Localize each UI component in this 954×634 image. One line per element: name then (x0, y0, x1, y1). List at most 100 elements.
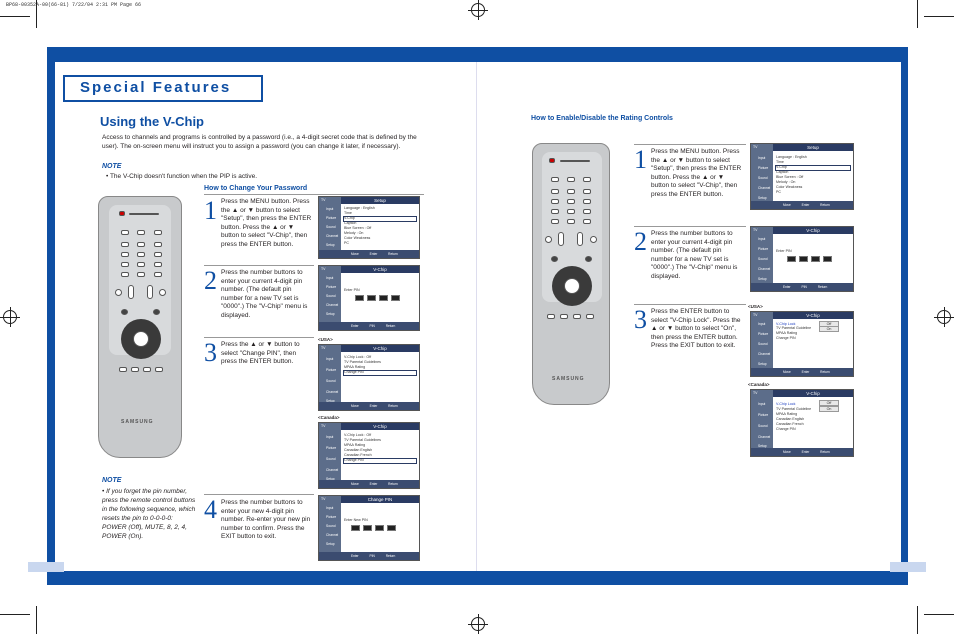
number-button-icon (551, 219, 559, 224)
tv-label: TV (321, 424, 326, 428)
menu-row: TV Parental Guideline (776, 407, 812, 411)
menu-side-channel: Channel (758, 435, 771, 439)
menu-row: MPAA Rating (776, 412, 798, 416)
number-button-icon (583, 219, 591, 224)
menu-side-picture: Picture (758, 247, 769, 251)
mute-button-icon (545, 236, 552, 243)
menu-footer: Move Enter Return (751, 201, 853, 209)
source-button-icon (583, 177, 591, 182)
power-button-icon (119, 211, 125, 216)
menu-body: Language : English Time V-Chip Caption B… (341, 204, 419, 250)
step-number: 2 (634, 227, 647, 256)
number-button-icon (567, 209, 575, 214)
menu-selection (343, 216, 417, 222)
menu-selection (343, 370, 417, 376)
tv-label: TV (753, 228, 758, 232)
section-title: Special Features (80, 79, 232, 96)
function-button-icon (547, 314, 555, 319)
registration-mark-icon (0, 307, 20, 327)
menu-body: V-Chip Lock TV Parental Guideline MPAA R… (773, 397, 853, 448)
menu-side-input: Input (758, 237, 766, 241)
vchip-pin-screen: TV Input Picture Sound Channel Setup V-C… (318, 265, 420, 331)
menu-side-input: Input (326, 506, 334, 510)
menu-row: Color Weakness (344, 236, 371, 240)
menu-row: V-Chip Lock : Off (344, 355, 372, 359)
number-button-icon (567, 219, 575, 224)
menu-title: V-Chip (773, 227, 853, 234)
menu-side-setup: Setup (758, 196, 767, 200)
brand-logo: SAMSUNG (121, 419, 154, 425)
tv-label: TV (321, 497, 326, 501)
channel-button-icon (577, 232, 583, 246)
function-button-icon (131, 367, 139, 372)
note-heading: NOTE (102, 477, 122, 484)
pin-digit-box (387, 525, 396, 531)
number-button-icon (154, 262, 162, 267)
menu-side-picture: Picture (326, 446, 337, 450)
mode-button-icon (560, 160, 590, 162)
menu-row: PC (776, 190, 781, 194)
crop-mark (36, 606, 37, 634)
mute-button-icon (115, 289, 122, 296)
pin-digit-box (811, 256, 820, 262)
function-button-icon (573, 314, 581, 319)
menu-button-icon (551, 256, 558, 262)
menu-row: Change PIN (776, 336, 796, 340)
region-label-usa: <USA> (318, 337, 333, 342)
menu-row: Time (344, 211, 352, 215)
pin-digit-box (351, 525, 360, 531)
registration-mark-icon (468, 0, 488, 20)
step-number: 3 (204, 338, 217, 367)
option-on: On (819, 326, 839, 332)
crop-mark (0, 614, 30, 615)
pin-digit-box (379, 295, 388, 301)
source-button-icon (137, 230, 145, 235)
crop-mark (917, 0, 918, 28)
page-heading: Using the V-Chip (100, 114, 204, 129)
pin-label: Enter New PIN (344, 518, 368, 522)
menu-title: V-Chip (773, 312, 853, 319)
number-button-icon (567, 189, 575, 194)
menu-row: Melody : On (776, 180, 796, 184)
note-item: • The V-Chip doesn't function when the P… (106, 173, 258, 180)
divider (204, 265, 314, 266)
menu-side-channel: Channel (758, 267, 771, 271)
vchip-lock-usa-screen: TV Input Picture Sound Channel Setup V-C… (750, 311, 854, 377)
menu-row: TV Parental Guideline (776, 326, 812, 330)
menu-body: Enter PIN (341, 273, 419, 322)
exit-button-icon (585, 256, 592, 262)
menu-row: Blue Screen : Off (776, 175, 804, 179)
menu-side-sound: Sound (326, 524, 336, 528)
menu-footer: Move Enter Return (319, 402, 419, 410)
menu-side-channel: Channel (758, 352, 771, 356)
number-button-icon (137, 272, 145, 277)
number-button-icon (121, 252, 129, 257)
option-off: Off (819, 400, 839, 406)
pin-digit-box (787, 256, 796, 262)
option-on: On (819, 406, 839, 412)
menu-sidebar (319, 423, 341, 488)
pin-digit-box (363, 525, 372, 531)
menu-side-channel: Channel (326, 468, 339, 472)
menu-sidebar (319, 197, 341, 258)
channel-button-icon (147, 285, 153, 299)
menu-sidebar (751, 390, 773, 456)
crop-mark (36, 0, 37, 28)
step-text: Press the ▲ or ▼ button to select "Chang… (221, 341, 300, 366)
divider (204, 337, 314, 338)
menu-side-setup: Setup (326, 243, 335, 247)
pin-digit-box (799, 256, 808, 262)
section-title-box (63, 75, 263, 102)
page-gutter (476, 62, 477, 571)
menu-row: Canadian English (344, 448, 373, 452)
remote-control-illustration: SAMSUNG (98, 196, 182, 458)
step-text: Press the number buttons to enter your c… (221, 269, 308, 319)
menu-side-channel: Channel (326, 234, 339, 238)
menu-row: Change PIN (776, 427, 796, 431)
menu-title: V-Chip (341, 266, 419, 273)
sub-heading-change-password: How to Change Your Password (204, 185, 308, 192)
vchip-menu-canada-screen: TV Input Picture Sound Channel Setup V-C… (318, 422, 420, 489)
menu-row: V-Chip Lock : Off (344, 433, 372, 437)
menu-row: Caption (344, 221, 357, 225)
menu-side-channel: Channel (326, 303, 339, 307)
